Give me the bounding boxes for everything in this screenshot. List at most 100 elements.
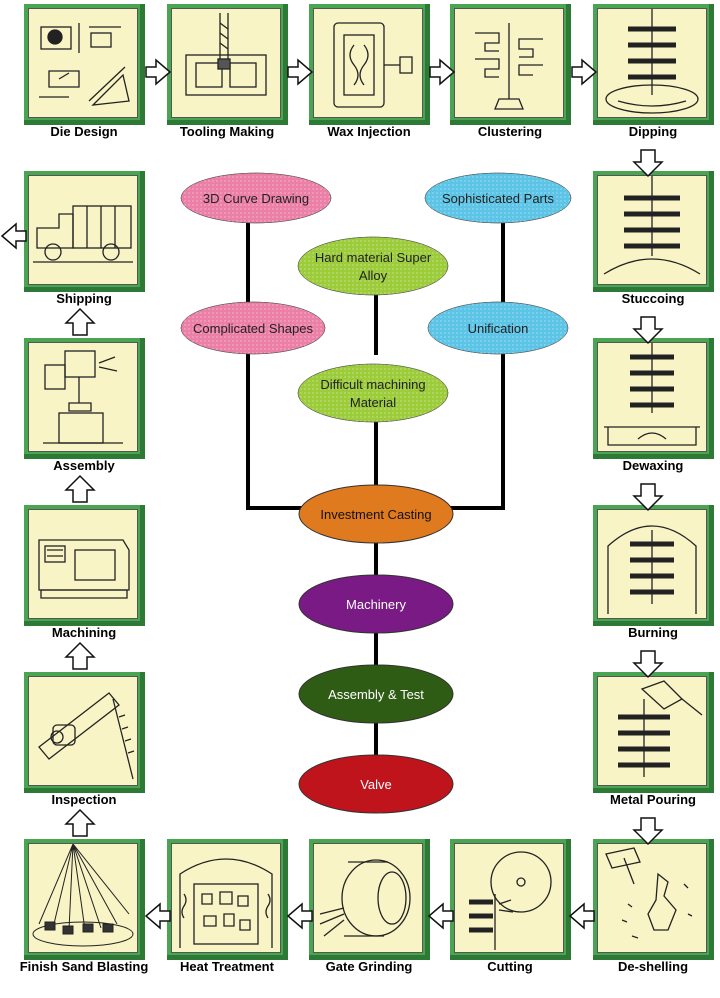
difficult-machining-text-line2: Material (350, 395, 396, 410)
shipping-illustration (28, 175, 138, 285)
step-label: Heat Treatment (180, 959, 274, 974)
hard-material-text-line2: Alloy (359, 268, 388, 283)
machinery-text: Machinery (346, 597, 406, 612)
assembly-illustration (28, 342, 138, 452)
step-tooling-making: Tooling Making (167, 4, 297, 139)
step-label: Tooling Making (179, 124, 275, 139)
step-die-design: Die Design (24, 4, 154, 139)
step-label: Wax Injection (327, 124, 411, 139)
step-label: Finish Sand Blasting (19, 959, 149, 974)
valve-bubble (298, 754, 454, 814)
investment-casting-bubble (298, 484, 454, 544)
gate-grinding-illustration (313, 843, 423, 953)
step-frame (167, 839, 288, 960)
step-label: Clustering (477, 124, 543, 139)
step-frame (24, 171, 145, 292)
arrow-up (64, 474, 96, 503)
step-dipping: Dipping (593, 4, 720, 139)
arrow-down (632, 817, 664, 846)
step-dewaxing: Dewaxing (593, 338, 720, 473)
dipping-illustration (597, 8, 707, 118)
arrow-up (64, 307, 96, 336)
de-shelling-illustration (597, 843, 707, 953)
unification-text: Unification (468, 321, 529, 336)
step-label: Stuccoing (621, 291, 685, 306)
step-assembly: Assembly (24, 338, 154, 473)
arrow-down (632, 316, 664, 345)
step-label: Assembly (53, 458, 115, 473)
step-frame (450, 839, 571, 960)
step-finish-sand-blasting: Finish Sand Blasting (20, 839, 154, 974)
metal-pouring-illustration (597, 676, 707, 786)
connector-line (246, 352, 305, 510)
step-frame (309, 4, 430, 125)
step-frame (593, 505, 714, 626)
step-label: De-shelling (617, 959, 689, 974)
step-frame (450, 4, 571, 125)
arrow-down (632, 483, 664, 512)
stuccoing-illustration (597, 175, 707, 285)
clustering-illustration (454, 8, 564, 118)
step-label: Dewaxing (622, 458, 684, 473)
step-frame (593, 171, 714, 292)
step-frame (24, 505, 145, 626)
step-label: Inspection (51, 792, 117, 807)
step-frame (593, 839, 714, 960)
step-frame (24, 672, 145, 793)
machining-illustration (28, 509, 138, 619)
investment-casting-text: Investment Casting (320, 507, 431, 522)
heat-treatment-illustration (171, 843, 281, 953)
arrow-left (568, 902, 595, 930)
step-machining: Machining (24, 505, 154, 640)
step-inspection: Inspection (24, 672, 154, 807)
step-label: Cutting (487, 959, 533, 974)
valve-text: Valve (360, 777, 392, 792)
step-frame (167, 4, 288, 125)
step-cutting: Cutting (450, 839, 580, 974)
complicated-shapes-text: Complicated Shapes (193, 321, 313, 336)
curve-drawing-text: 3D Curve Drawing (203, 191, 309, 206)
step-metal-pouring: Metal Pouring (593, 672, 720, 807)
step-gate-grinding: Gate Grinding (309, 839, 439, 974)
arrow-left (286, 902, 313, 930)
arrow-right (571, 58, 598, 86)
connector-line (450, 352, 505, 510)
step-frame (593, 672, 714, 793)
arrow-left (427, 902, 454, 930)
tooling-making-illustration (171, 8, 281, 118)
step-stuccoing: Stuccoing (593, 171, 720, 306)
step-label: Burning (628, 625, 678, 640)
step-frame (593, 338, 714, 459)
finish-sand-blasting-illustration (28, 843, 138, 953)
arrow-down (632, 650, 664, 679)
die-design-illustration (28, 8, 138, 118)
difficult-machining-text-line1: Difficult machining (320, 377, 425, 392)
step-label: Shipping (56, 291, 112, 306)
step-shipping: Shipping (24, 171, 154, 306)
assembly-test-text: Assembly & Test (328, 687, 424, 702)
arrow-right (287, 58, 314, 86)
step-frame (24, 338, 145, 459)
arrow-left (0, 222, 27, 250)
step-label: Machining (51, 625, 117, 640)
arrow-down (632, 149, 664, 178)
cutting-illustration (454, 843, 564, 953)
arrow-right (145, 58, 172, 86)
step-frame (593, 4, 714, 125)
step-burning: Burning (593, 505, 720, 640)
step-label: Metal Pouring (610, 792, 696, 807)
arrow-left (144, 902, 171, 930)
arrow-up (64, 641, 96, 670)
step-clustering: Clustering (450, 4, 580, 139)
step-de-shelling: De-shelling (593, 839, 720, 974)
arrow-up (64, 808, 96, 837)
sophisticated-parts-text: Sophisticated Parts (442, 191, 555, 206)
machinery-bubble (298, 574, 454, 634)
step-wax-injection: Wax Injection (309, 4, 439, 139)
step-label: Dipping (628, 124, 678, 139)
step-label: Die Design (50, 124, 118, 139)
step-label: Gate Grinding (325, 959, 413, 974)
wax-injection-illustration (313, 8, 423, 118)
step-frame (24, 4, 145, 125)
assembly-test-bubble (298, 664, 454, 724)
